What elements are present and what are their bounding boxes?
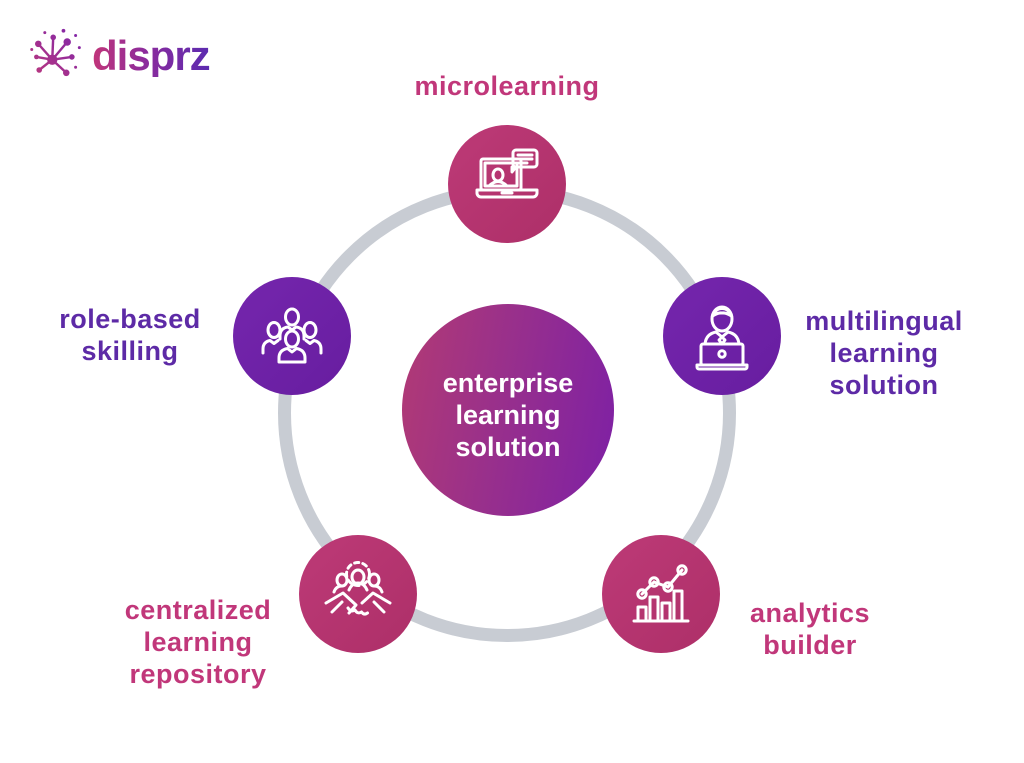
hub-label-line: enterprise — [442, 368, 574, 398]
label-microlearning: microlearning — [414, 70, 599, 102]
team-group-icon — [261, 307, 323, 364]
brand-name: disprz — [92, 32, 211, 79]
label-centralized-repository: centralized learning repository — [125, 594, 272, 690]
label-line: role-based — [59, 304, 201, 334]
node-analytics — [602, 535, 720, 653]
hub-label-line: learning — [455, 400, 561, 430]
node-role-based-skilling — [233, 277, 351, 395]
label-analytics-builder: analytics builder — [750, 597, 870, 661]
node-centralized-repository — [299, 535, 417, 653]
label-line: skilling — [81, 336, 179, 366]
hub-label-line: solution — [455, 432, 561, 462]
node-multilingual — [663, 277, 781, 395]
label-multilingual: multilingual learning solution — [805, 305, 963, 401]
disprz-logo: disprz — [28, 28, 211, 84]
label-line: builder — [763, 630, 857, 660]
person-laptop-icon — [695, 305, 749, 371]
label-line: centralized — [124, 595, 272, 625]
handshake-team-gear-icon — [324, 561, 392, 616]
bar-chart-trend-icon — [632, 564, 690, 623]
laptop-video-call-icon — [475, 148, 539, 199]
network-starburst-icon — [30, 28, 81, 77]
label-line: microlearning — [414, 71, 600, 101]
label-role-based-skilling: role-based skilling — [59, 303, 201, 367]
label-line: repository — [129, 659, 267, 689]
label-line: learning — [829, 338, 939, 368]
label-line: learning — [143, 627, 253, 657]
label-line: analytics — [749, 598, 871, 628]
node-microlearning — [448, 125, 566, 243]
label-line: multilingual — [805, 306, 963, 336]
hub-circle: enterprise learning solution — [402, 304, 614, 516]
label-line: solution — [829, 370, 939, 400]
